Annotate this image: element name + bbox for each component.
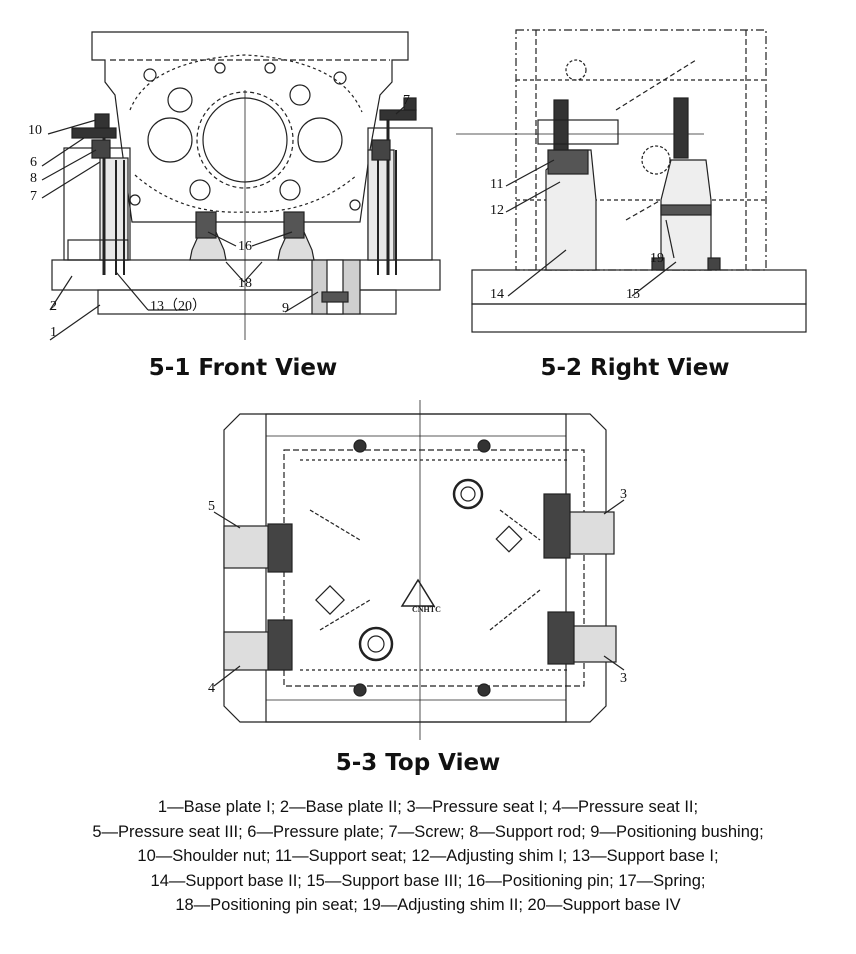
support-seat xyxy=(547,149,589,175)
top-housing-outline xyxy=(283,449,585,687)
right-callout-11: 11 xyxy=(490,177,503,192)
front-callout-6: 6 xyxy=(30,155,37,170)
right-callout-12: 12 xyxy=(490,203,504,218)
positioning-pin-bottom xyxy=(358,626,394,662)
front-callout-16: 16 xyxy=(238,239,252,254)
corner-bolts xyxy=(353,439,491,697)
cnhtc-logo-icon xyxy=(400,578,436,607)
right-callout-14: 14 xyxy=(490,287,504,302)
pressure-plate-left xyxy=(71,127,117,139)
front-callout-7: 7 xyxy=(30,189,37,204)
parts-legend: 1—Base plate I; 2—Base plate II; 3—Press… xyxy=(0,795,856,918)
positioning-pin-top xyxy=(452,478,484,510)
top-view-caption: 5-3 Top View xyxy=(335,750,501,776)
pressure-seat-i-top xyxy=(543,493,615,559)
pressure-seat-i-bottom xyxy=(547,611,617,665)
front-callout-10: 10 xyxy=(28,123,42,138)
front-callout-1: 1 xyxy=(50,325,57,340)
front-view-drawing: 10 6 8 7 2 1 7 16 18 13（20） 9 xyxy=(28,31,441,341)
top-logo-text: CNHTC xyxy=(412,605,441,614)
top-base-plate xyxy=(223,413,607,723)
right-callout-19: 19 xyxy=(650,251,664,266)
top-callout-4: 4 xyxy=(208,681,215,696)
front-callout-8: 8 xyxy=(30,171,37,186)
support-base-ii xyxy=(545,149,597,271)
top-callout-3b: 3 xyxy=(620,671,627,686)
top-callout-5: 5 xyxy=(208,499,215,514)
base-plate-i xyxy=(97,289,397,315)
front-callout-9: 9 xyxy=(282,301,289,316)
legend-line-3: 10—Shoulder nut; 11—Support seat; 12—Adj… xyxy=(137,847,719,865)
front-view-caption: 5-1 Front View xyxy=(148,355,338,381)
front-callout-7b: 7 xyxy=(403,93,410,108)
legend-line-2: 5—Pressure seat III; 6—Pressure plate; 7… xyxy=(92,822,764,841)
pressure-seat-iii xyxy=(223,523,293,573)
pressure-seat-ii xyxy=(223,619,293,671)
top-view-drawing: 5 4 3 3 CNHTC xyxy=(208,400,627,740)
right-base-plate-bottom xyxy=(471,303,807,333)
front-callout-18: 18 xyxy=(238,276,252,291)
legend-line-4: 14—Support base II; 15—Support base III;… xyxy=(150,871,706,890)
gearbox-housing-outline xyxy=(91,31,409,223)
front-callout-2: 2 xyxy=(50,299,57,314)
legend-line-5: 18—Positioning pin seat; 19—Adjusting sh… xyxy=(175,896,681,914)
legend-line-1: 1—Base plate I; 2—Base plate II; 3—Press… xyxy=(157,798,699,816)
front-callout-13-20: 13（20） xyxy=(150,298,206,314)
pressure-plate-right xyxy=(379,109,417,121)
right-view-caption: 5-2 Right View xyxy=(540,355,730,381)
top-callout-3a: 3 xyxy=(620,487,627,502)
right-view-drawing: 11 12 14 19 15 xyxy=(456,29,807,333)
right-callout-15: 15 xyxy=(626,287,640,302)
